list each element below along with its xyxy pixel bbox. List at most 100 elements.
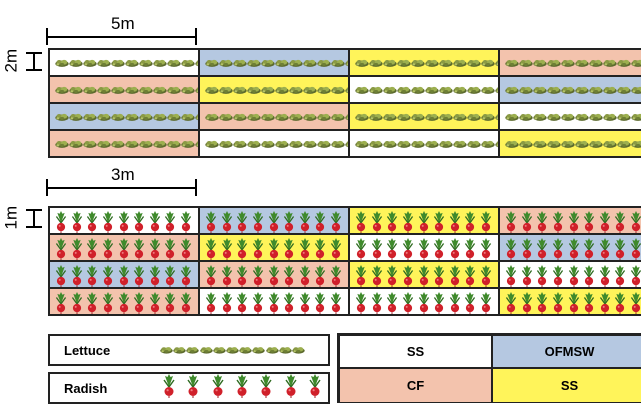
lettuce-icon: [411, 109, 425, 125]
lettuce-icon: [153, 136, 167, 152]
radish-icon: [599, 238, 611, 260]
radish-icon: [162, 374, 176, 398]
lettuce-icon: [317, 55, 331, 71]
lettuce-icon: [453, 55, 467, 71]
radish-icon: [599, 292, 611, 314]
radish-row: [355, 238, 492, 258]
radish-icon: [180, 265, 192, 287]
radish-icon: [102, 238, 114, 260]
radish-icon: [552, 211, 564, 233]
treatment-ss-label: SS: [407, 344, 424, 359]
radish-icon: [314, 211, 326, 233]
lettuce-icon: [631, 109, 641, 125]
lettuce-icon: [83, 55, 97, 71]
lettuce-icon: [167, 136, 181, 152]
radish-width-label: 3m: [111, 165, 135, 185]
radish-icon: [299, 265, 311, 287]
lettuce-icon: [213, 342, 226, 358]
radish-icon: [164, 292, 176, 314]
lettuce-icon: [292, 342, 305, 358]
radish-icon: [433, 238, 445, 260]
scale-bar: [46, 187, 196, 189]
radish-icon: [55, 211, 67, 233]
radish-row: [55, 265, 192, 285]
lettuce-icon: [533, 109, 547, 125]
radish-icon: [118, 238, 130, 260]
radish-icon: [149, 211, 161, 233]
lettuce-icon: [519, 136, 533, 152]
treatment-ss-yellow-label: SS: [561, 378, 578, 393]
lettuce-icon: [247, 136, 261, 152]
lettuce-icon: [575, 55, 589, 71]
radish-icon: [102, 292, 114, 314]
radish-icon: [164, 238, 176, 260]
lettuce-icon: [55, 55, 69, 71]
lettuce-icon: [289, 55, 303, 71]
scale-tick-left: [46, 28, 48, 45]
radish-plot-3-1: [200, 289, 350, 316]
radish-plot-3-0: [50, 289, 200, 316]
lettuce-icon: [160, 342, 305, 358]
lettuce-plot-3-1: [200, 131, 350, 158]
lettuce-icon: [575, 109, 589, 125]
radish-icon: [314, 292, 326, 314]
lettuce-icon: [603, 136, 617, 152]
lettuce-icon: [266, 342, 279, 358]
radish-row: [205, 292, 342, 312]
lettuce-row: [205, 81, 343, 98]
lettuce-plot-2-1: [200, 104, 350, 131]
lettuce-icon: [589, 82, 603, 98]
lettuce-icon: [383, 55, 397, 71]
lettuce-row: [355, 54, 493, 71]
lettuce-icon: [561, 136, 575, 152]
radish-icon: [505, 211, 517, 233]
radish-icon: [536, 265, 548, 287]
radish-icon: [55, 238, 67, 260]
lettuce-icon: [439, 82, 453, 98]
radish-icon: [149, 292, 161, 314]
radish-plot-1-3: [500, 235, 641, 262]
scale-tick-right: [195, 179, 197, 196]
lettuce-icon: [167, 55, 181, 71]
lettuce-icon: [279, 342, 292, 358]
lettuce-icon: [505, 55, 519, 71]
radish-icon: [630, 292, 641, 314]
radish-icon: [402, 238, 414, 260]
radish-plot-2-1: [200, 262, 350, 289]
radish-row: [505, 238, 641, 258]
lettuce-plot-0-0: [50, 50, 200, 77]
lettuce-icon: [603, 109, 617, 125]
lettuce-icon: [167, 82, 181, 98]
radish-icon: [268, 292, 280, 314]
radish-icon: [205, 211, 217, 233]
lettuce-row: [355, 108, 493, 125]
lettuce-icon: [481, 109, 495, 125]
radish-icon: [221, 238, 233, 260]
lettuce-icon: [239, 342, 252, 358]
radish-icon: [259, 374, 273, 398]
radish-icon: [355, 238, 367, 260]
lettuce-plot-1-0: [50, 77, 200, 104]
radish-row: [355, 292, 492, 312]
radish-plot-3-2: [350, 289, 500, 316]
lettuce-icon: [369, 109, 383, 125]
lettuce-icon: [575, 136, 589, 152]
scale-tick-top: [26, 52, 42, 54]
radish-plot-1-2: [350, 235, 500, 262]
legend-lettuce: Lettuce: [48, 334, 330, 366]
radish-icon: [433, 265, 445, 287]
lettuce-icon: [233, 55, 247, 71]
radish-icon: [505, 265, 517, 287]
lettuce-icon: [181, 82, 195, 98]
lettuce-icon: [425, 109, 439, 125]
lettuce-icon: [247, 82, 261, 98]
radish-icon: [521, 211, 533, 233]
lettuce-icon: [111, 55, 125, 71]
lettuce-icon: [69, 109, 83, 125]
radish-icon: [252, 211, 264, 233]
radish-row: [55, 292, 192, 312]
radish-icon: [236, 292, 248, 314]
radish-icon: [402, 211, 414, 233]
lettuce-icon: [233, 82, 247, 98]
lettuce-icon: [97, 109, 111, 125]
